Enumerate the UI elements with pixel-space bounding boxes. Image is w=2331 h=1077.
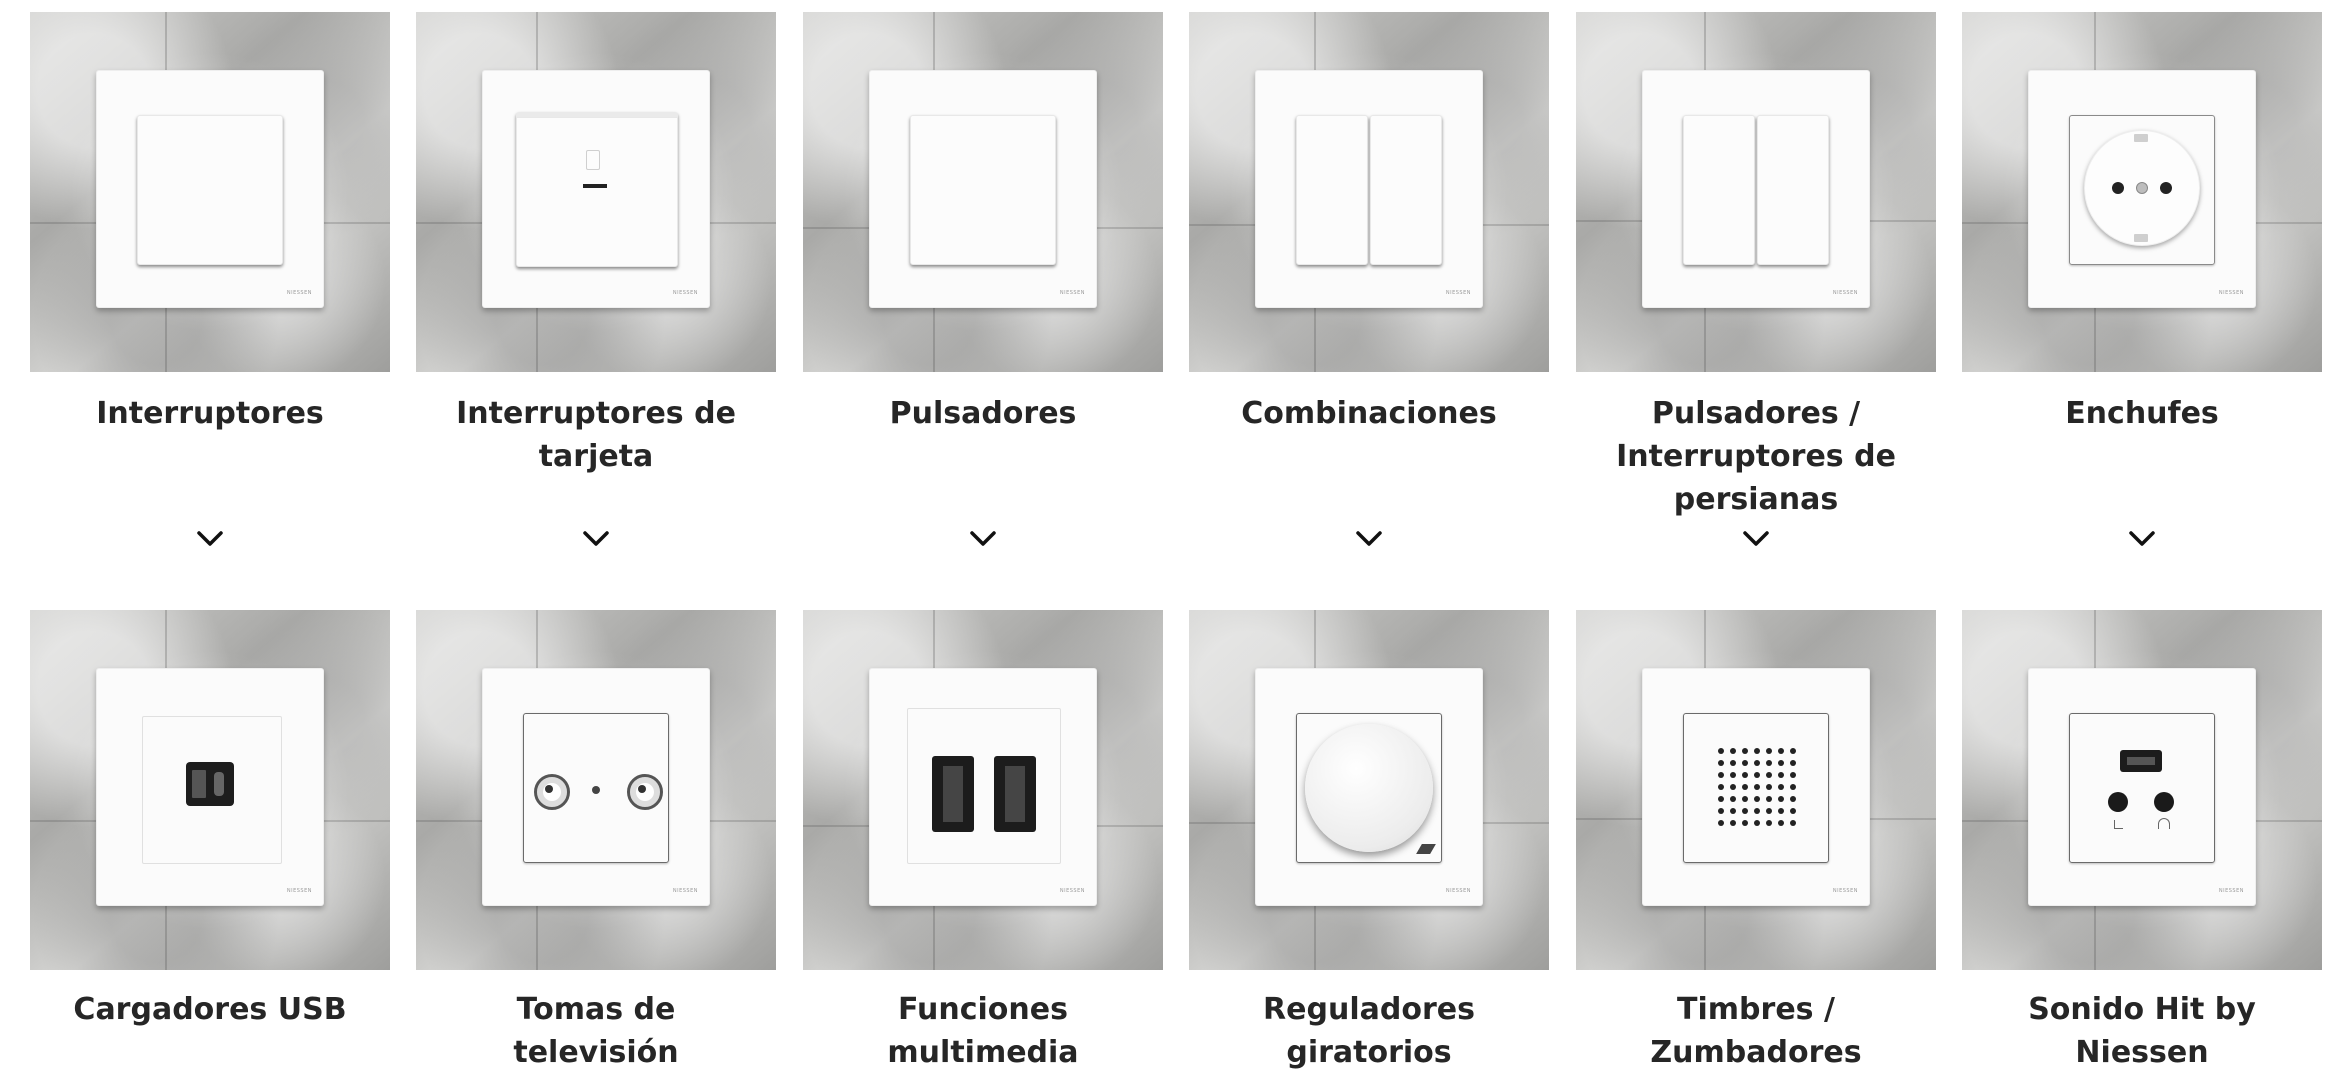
- product-image[interactable]: NIESSEN: [416, 12, 776, 372]
- dimmer-plate: NIESSEN: [1255, 668, 1483, 906]
- switch-plate: NIESSEN: [96, 70, 324, 308]
- product-image[interactable]: NIESSEN: [1576, 12, 1936, 372]
- switch-plate: NIESSEN: [1255, 70, 1483, 308]
- buzzer-plate: NIESSEN: [1642, 668, 1870, 906]
- category-title[interactable]: Enchufes: [2065, 396, 2219, 431]
- category-title[interactable]: Timbres / Zumbadores: [1650, 992, 1862, 1070]
- category-title[interactable]: Combinaciones: [1241, 396, 1497, 431]
- chevron-down-icon[interactable]: [190, 524, 230, 554]
- category-title[interactable]: Pulsadores / Interruptores de persianas: [1616, 396, 1896, 517]
- socket-plate: NIESSEN: [2028, 70, 2256, 308]
- speaker-grille: [1718, 748, 1796, 826]
- product-image[interactable]: NIESSEN: [1962, 610, 2322, 970]
- product-image[interactable]: NIESSEN: [803, 610, 1163, 970]
- category-title[interactable]: Reguladores giratorios: [1263, 992, 1475, 1070]
- category-title[interactable]: Interruptores de tarjeta: [456, 396, 736, 474]
- category-title[interactable]: Funciones multimedia: [887, 992, 1079, 1070]
- product-image[interactable]: NIESSEN: [1576, 610, 1936, 970]
- chevron-down-icon[interactable]: [1736, 524, 1776, 554]
- product-image[interactable]: NIESSEN: [1189, 610, 1549, 970]
- product-image[interactable]: NIESSEN: [30, 12, 390, 372]
- category-title[interactable]: Cargadores USB: [73, 992, 347, 1027]
- audio-plate: NIESSEN: [2028, 668, 2256, 906]
- chevron-down-icon[interactable]: [2122, 524, 2162, 554]
- usb-plate: NIESSEN: [96, 668, 324, 906]
- category-title[interactable]: Interruptores: [96, 396, 324, 431]
- chevron-down-icon[interactable]: [1349, 524, 1389, 554]
- switch-plate: NIESSEN: [1642, 70, 1870, 308]
- category-title[interactable]: Sonido Hit by Niessen: [2028, 992, 2256, 1070]
- tv-plate: NIESSEN: [482, 668, 710, 906]
- product-image[interactable]: NIESSEN: [1189, 12, 1549, 372]
- product-image[interactable]: NIESSEN: [803, 12, 1163, 372]
- product-image[interactable]: NIESSEN: [416, 610, 776, 970]
- chevron-down-icon[interactable]: [576, 524, 616, 554]
- category-title[interactable]: Pulsadores: [889, 396, 1077, 431]
- hdmi-plate: NIESSEN: [869, 668, 1097, 906]
- product-image[interactable]: NIESSEN: [1962, 12, 2322, 372]
- chevron-down-icon[interactable]: [963, 524, 1003, 554]
- category-title[interactable]: Tomas de televisión: [513, 992, 679, 1070]
- product-image[interactable]: NIESSEN: [30, 610, 390, 970]
- switch-plate: NIESSEN: [869, 70, 1097, 308]
- switch-plate: NIESSEN: [482, 70, 710, 308]
